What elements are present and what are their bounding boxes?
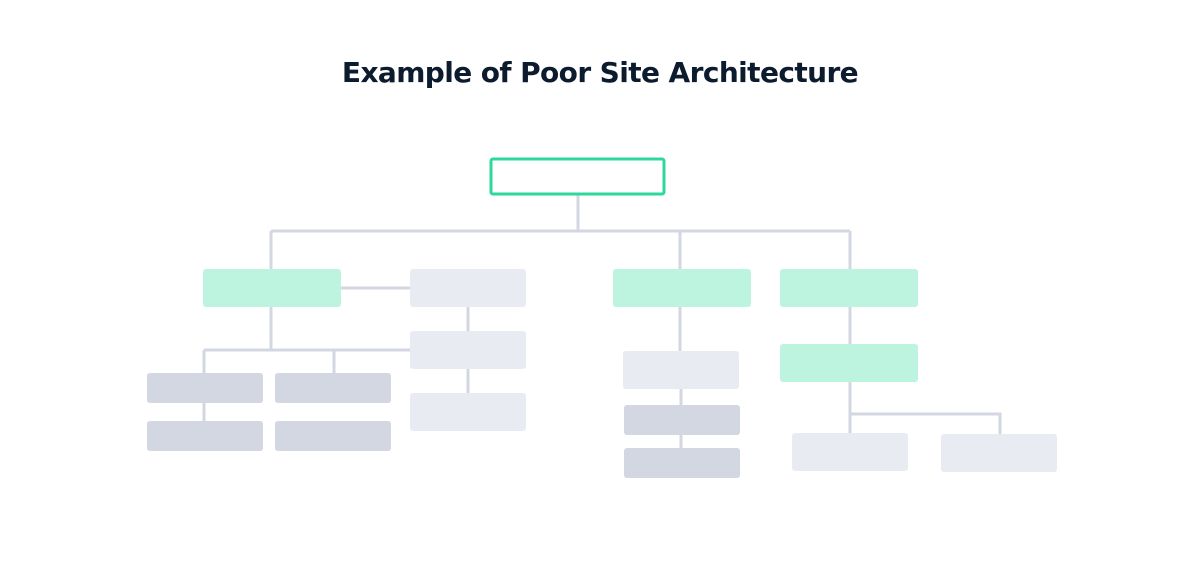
root-node	[489, 157, 666, 196]
green-node	[780, 269, 918, 307]
green-node	[780, 344, 918, 382]
light-node	[623, 351, 739, 389]
dark-node	[275, 421, 391, 451]
light-node	[410, 393, 526, 431]
dark-node	[147, 421, 263, 451]
dark-node	[624, 448, 740, 478]
diagram-nodes	[147, 157, 1057, 478]
dark-node	[275, 373, 391, 403]
connector-d2-bus	[850, 412, 1002, 434]
page-title: Example of Poor Site Architecture	[341, 56, 859, 89]
light-node	[410, 269, 526, 307]
light-node	[410, 331, 526, 369]
dark-node	[624, 405, 740, 435]
light-node	[792, 433, 908, 471]
green-node	[613, 269, 751, 307]
connector-lines	[202, 194, 1002, 448]
dark-node	[147, 373, 263, 403]
light-node	[941, 434, 1057, 472]
green-node	[203, 269, 341, 307]
